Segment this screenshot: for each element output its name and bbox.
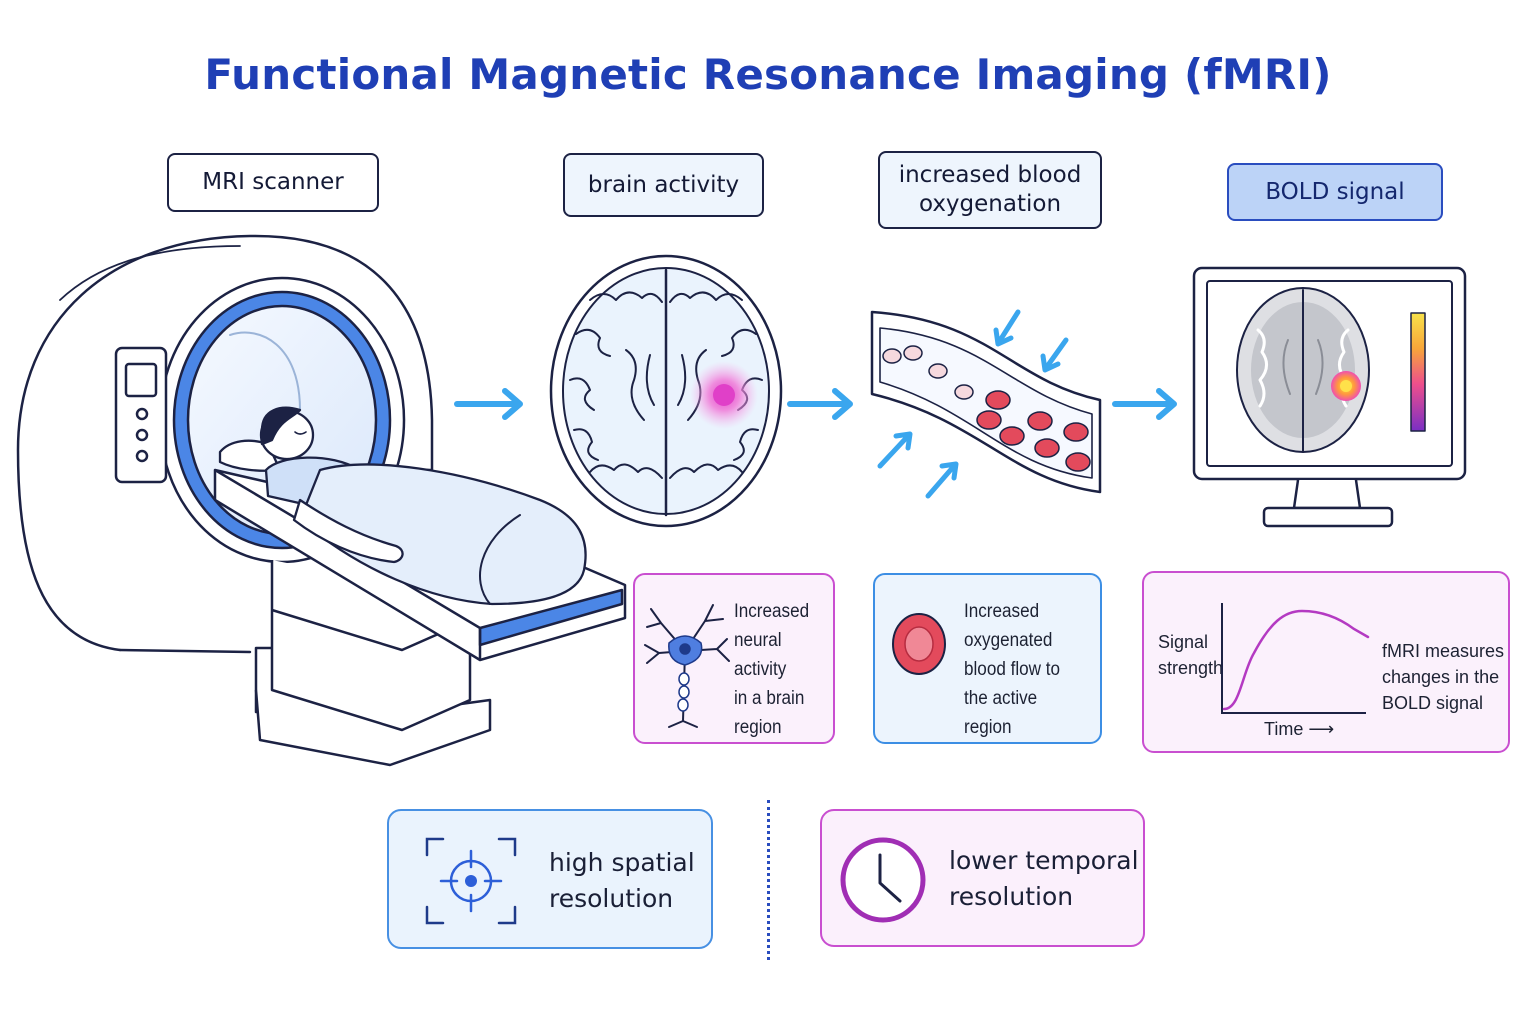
time-axis-label: Time ⟶ (1264, 719, 1335, 739)
clock-icon (840, 837, 926, 923)
color-scale-bar (1410, 312, 1426, 432)
stage-label-text: increased blood oxygenation (898, 162, 1082, 217)
flow-arrow-icon (454, 388, 523, 420)
temporal-resolution-text: lower temporal resolution (949, 846, 1139, 911)
bold-note-text: fMRI measures changes in the BOLD signal (1382, 641, 1505, 713)
bold-signal-card: Signal strength Time ⟶ fMRI measures cha… (1142, 571, 1510, 753)
red-blood-cell-icon (892, 613, 946, 675)
signal-strength-label: Signal strength (1158, 632, 1224, 678)
divider (767, 800, 770, 960)
blood-flow-text: Increased oxygenated blood flow to the a… (964, 601, 1061, 738)
blood-vessel-icon (870, 310, 1102, 494)
spatial-resolution-text: high spatial resolution (549, 848, 695, 913)
stage-label-text: BOLD signal (1265, 178, 1405, 205)
stage-label-brain-activity: brain activity (563, 153, 764, 217)
temporal-resolution-card: lower temporal resolution (820, 809, 1145, 947)
spatial-resolution-card: high spatial resolution (387, 809, 713, 949)
neuron-icon (644, 604, 730, 728)
monitor-icon (1192, 266, 1467, 528)
neural-activity-card: Increased neural activity in a brain reg… (633, 573, 835, 744)
stage-label-blood-oxygenation: increased blood oxygenation (878, 151, 1102, 229)
bold-response-curve (1221, 603, 1370, 714)
page-title: Functional Magnetic Resonance Imaging (f… (204, 50, 1332, 99)
neural-activity-text: Increased neural activity in a brain reg… (734, 601, 810, 738)
stage-label-bold-signal: BOLD signal (1227, 163, 1443, 221)
patient-icon (218, 406, 587, 606)
flow-arrow-icon (787, 388, 853, 420)
brain-icon (549, 254, 783, 528)
stage-label-text: brain activity (587, 171, 740, 198)
target-crosshair-icon (425, 837, 517, 925)
inflow-arrows-icon (877, 309, 1069, 499)
blood-flow-card: Increased oxygenated blood flow to the a… (873, 573, 1102, 744)
stage-label-mri-scanner: MRI scanner (167, 153, 379, 212)
flow-arrow-icon (1112, 388, 1177, 420)
stage-label-text: MRI scanner (202, 169, 344, 195)
